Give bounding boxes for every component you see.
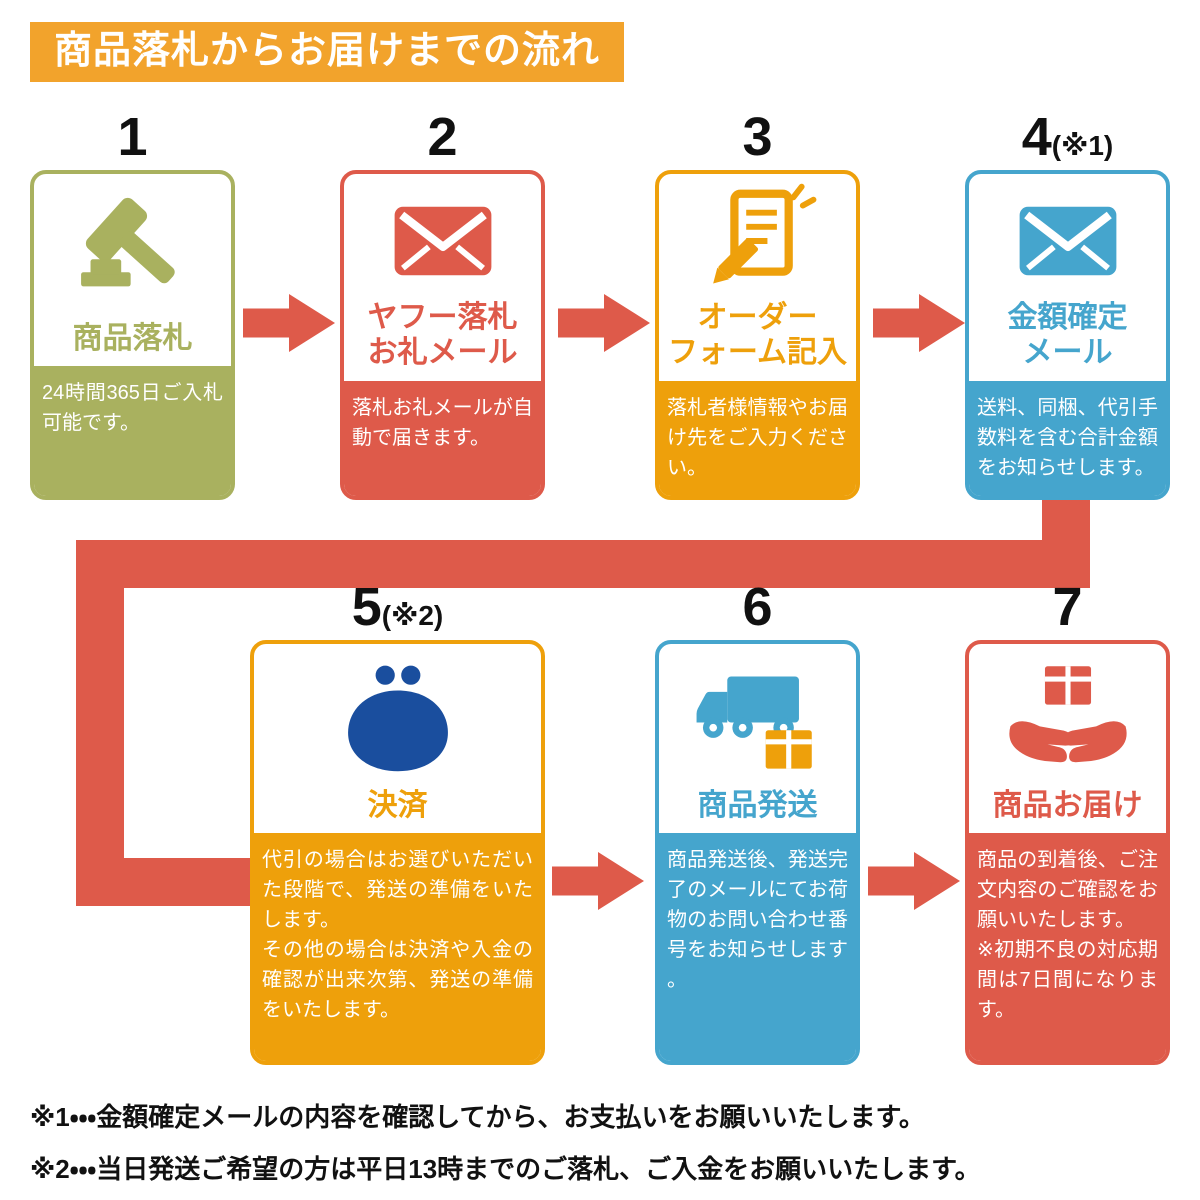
step-card-shipping: 商品発送 商品発送後、発送完了のメールにてお荷物のお問い合わせ番号をお知らせしま… <box>655 640 860 1065</box>
step-7: 7 商品お届け 商品の到着後、ご注文内容のご確認をお願いいたします。 ※初期不良… <box>965 574 1170 1065</box>
delivery-hands-icon <box>969 644 1166 788</box>
step-title: 商品お届け <box>992 788 1143 822</box>
step-title: 商品落札 <box>72 321 193 355</box>
flow-connector-segment <box>76 540 124 906</box>
flow-arrow <box>868 852 960 910</box>
step-2: 2 ヤフー落札 お礼メール 落札お礼メールが自動で届きます。 <box>340 104 545 500</box>
step-card-price-mail: 金額確定 メール 送料、同梱、代引手数料を含む合計金額をお知らせします。 <box>965 170 1170 500</box>
step-number: 1 <box>117 107 148 167</box>
package-box-icon <box>765 730 812 769</box>
step-card-auction: 商品落札 24時間365日ご入札可能です。 <box>30 170 235 500</box>
step-number: 3 <box>742 107 773 167</box>
mail-icon <box>969 174 1166 300</box>
step-card-payment: 決済 代引の場合はお選びいただいた段階で、発送の準備をいたします。 その他の場合… <box>250 640 545 1065</box>
step-number: 2 <box>427 107 458 167</box>
truck-icon <box>659 644 856 788</box>
step-description: 送料、同梱、代引手数料を含む合計金額をお知らせします。 <box>969 380 1166 496</box>
step-number: 7 <box>1052 577 1083 637</box>
coin-purse-icon <box>254 644 541 788</box>
order-form-icon <box>659 174 856 300</box>
flow-arrow <box>243 294 335 352</box>
step-description: 落札お礼メールが自動で届きます。 <box>344 380 541 496</box>
step-title: 商品発送 <box>697 788 818 822</box>
page-title: 商品落札からお届けまでの流れ <box>30 22 625 82</box>
step-number: 6 <box>742 577 773 637</box>
flow-arrow <box>558 294 650 352</box>
step-description: 商品発送後、発送完了のメールにてお荷物のお問い合わせ番号をお知らせします。 <box>659 833 856 1061</box>
step-1: 1 商品落札 24時間365日ご入札可能です。 <box>30 104 235 500</box>
flow-arrow <box>873 294 965 352</box>
step-title: 金額確定 メール <box>1007 301 1128 370</box>
step-card-order-form: オーダー フォーム記入 落札者様情報やお届け先をご入力ください。 <box>655 170 860 500</box>
step-title: オーダー フォーム記入 <box>667 301 848 370</box>
flow-connector-segment <box>76 858 258 906</box>
step-3: 3 オーダー フォーム記入 落札者様情報やお届け先をご入力ください。 <box>655 104 860 500</box>
flow-connector-segment <box>76 540 1090 588</box>
step-card-delivery: 商品お届け 商品の到着後、ご注文内容のご確認をお願いいたします。 ※初期不良の対… <box>965 640 1170 1065</box>
step-card-thanks-mail: ヤフー落札 お礼メール 落札お礼メールが自動で届きます。 <box>340 170 545 500</box>
flow-arrow <box>552 852 644 910</box>
gavel-icon <box>34 174 231 321</box>
step-description: 落札者様情報やお届け先をご入力ください。 <box>659 380 856 496</box>
step-description: 商品の到着後、ご注文内容のご確認をお願いいたします。 ※初期不良の対応期間は7日… <box>969 833 1166 1061</box>
step-4: 4(※1) 金額確定 メール 送料、同梱、代引手数料を含む合計金額をお知らせしま… <box>965 104 1170 500</box>
step-title: ヤフー落札 お礼メール <box>367 301 518 370</box>
step-title: 決済 <box>367 788 428 822</box>
step-description: 24時間365日ご入札可能です。 <box>34 366 231 496</box>
step-number: 4(※1) <box>1021 107 1114 167</box>
step-6: 6 <box>655 574 860 1065</box>
footnote-2: ※2・・・当日発送ご希望の方は平日13時までのご落札、ご入金をお願いいたします。 <box>30 1154 981 1184</box>
step-description: 代引の場合はお選びいただいた段階で、発送の準備をいたします。 その他の場合は決済… <box>254 833 541 1061</box>
mail-icon <box>344 174 541 300</box>
step-number: 5(※2) <box>351 577 444 637</box>
footnote-1: ※1・・・金額確定メールの内容を確認してから、お支払いをお願いいたします。 <box>30 1102 925 1132</box>
step-5: 5(※2) 決済 代引の場合はお選びいただいた段階で、発送の準備をいたします。 … <box>250 574 545 1065</box>
